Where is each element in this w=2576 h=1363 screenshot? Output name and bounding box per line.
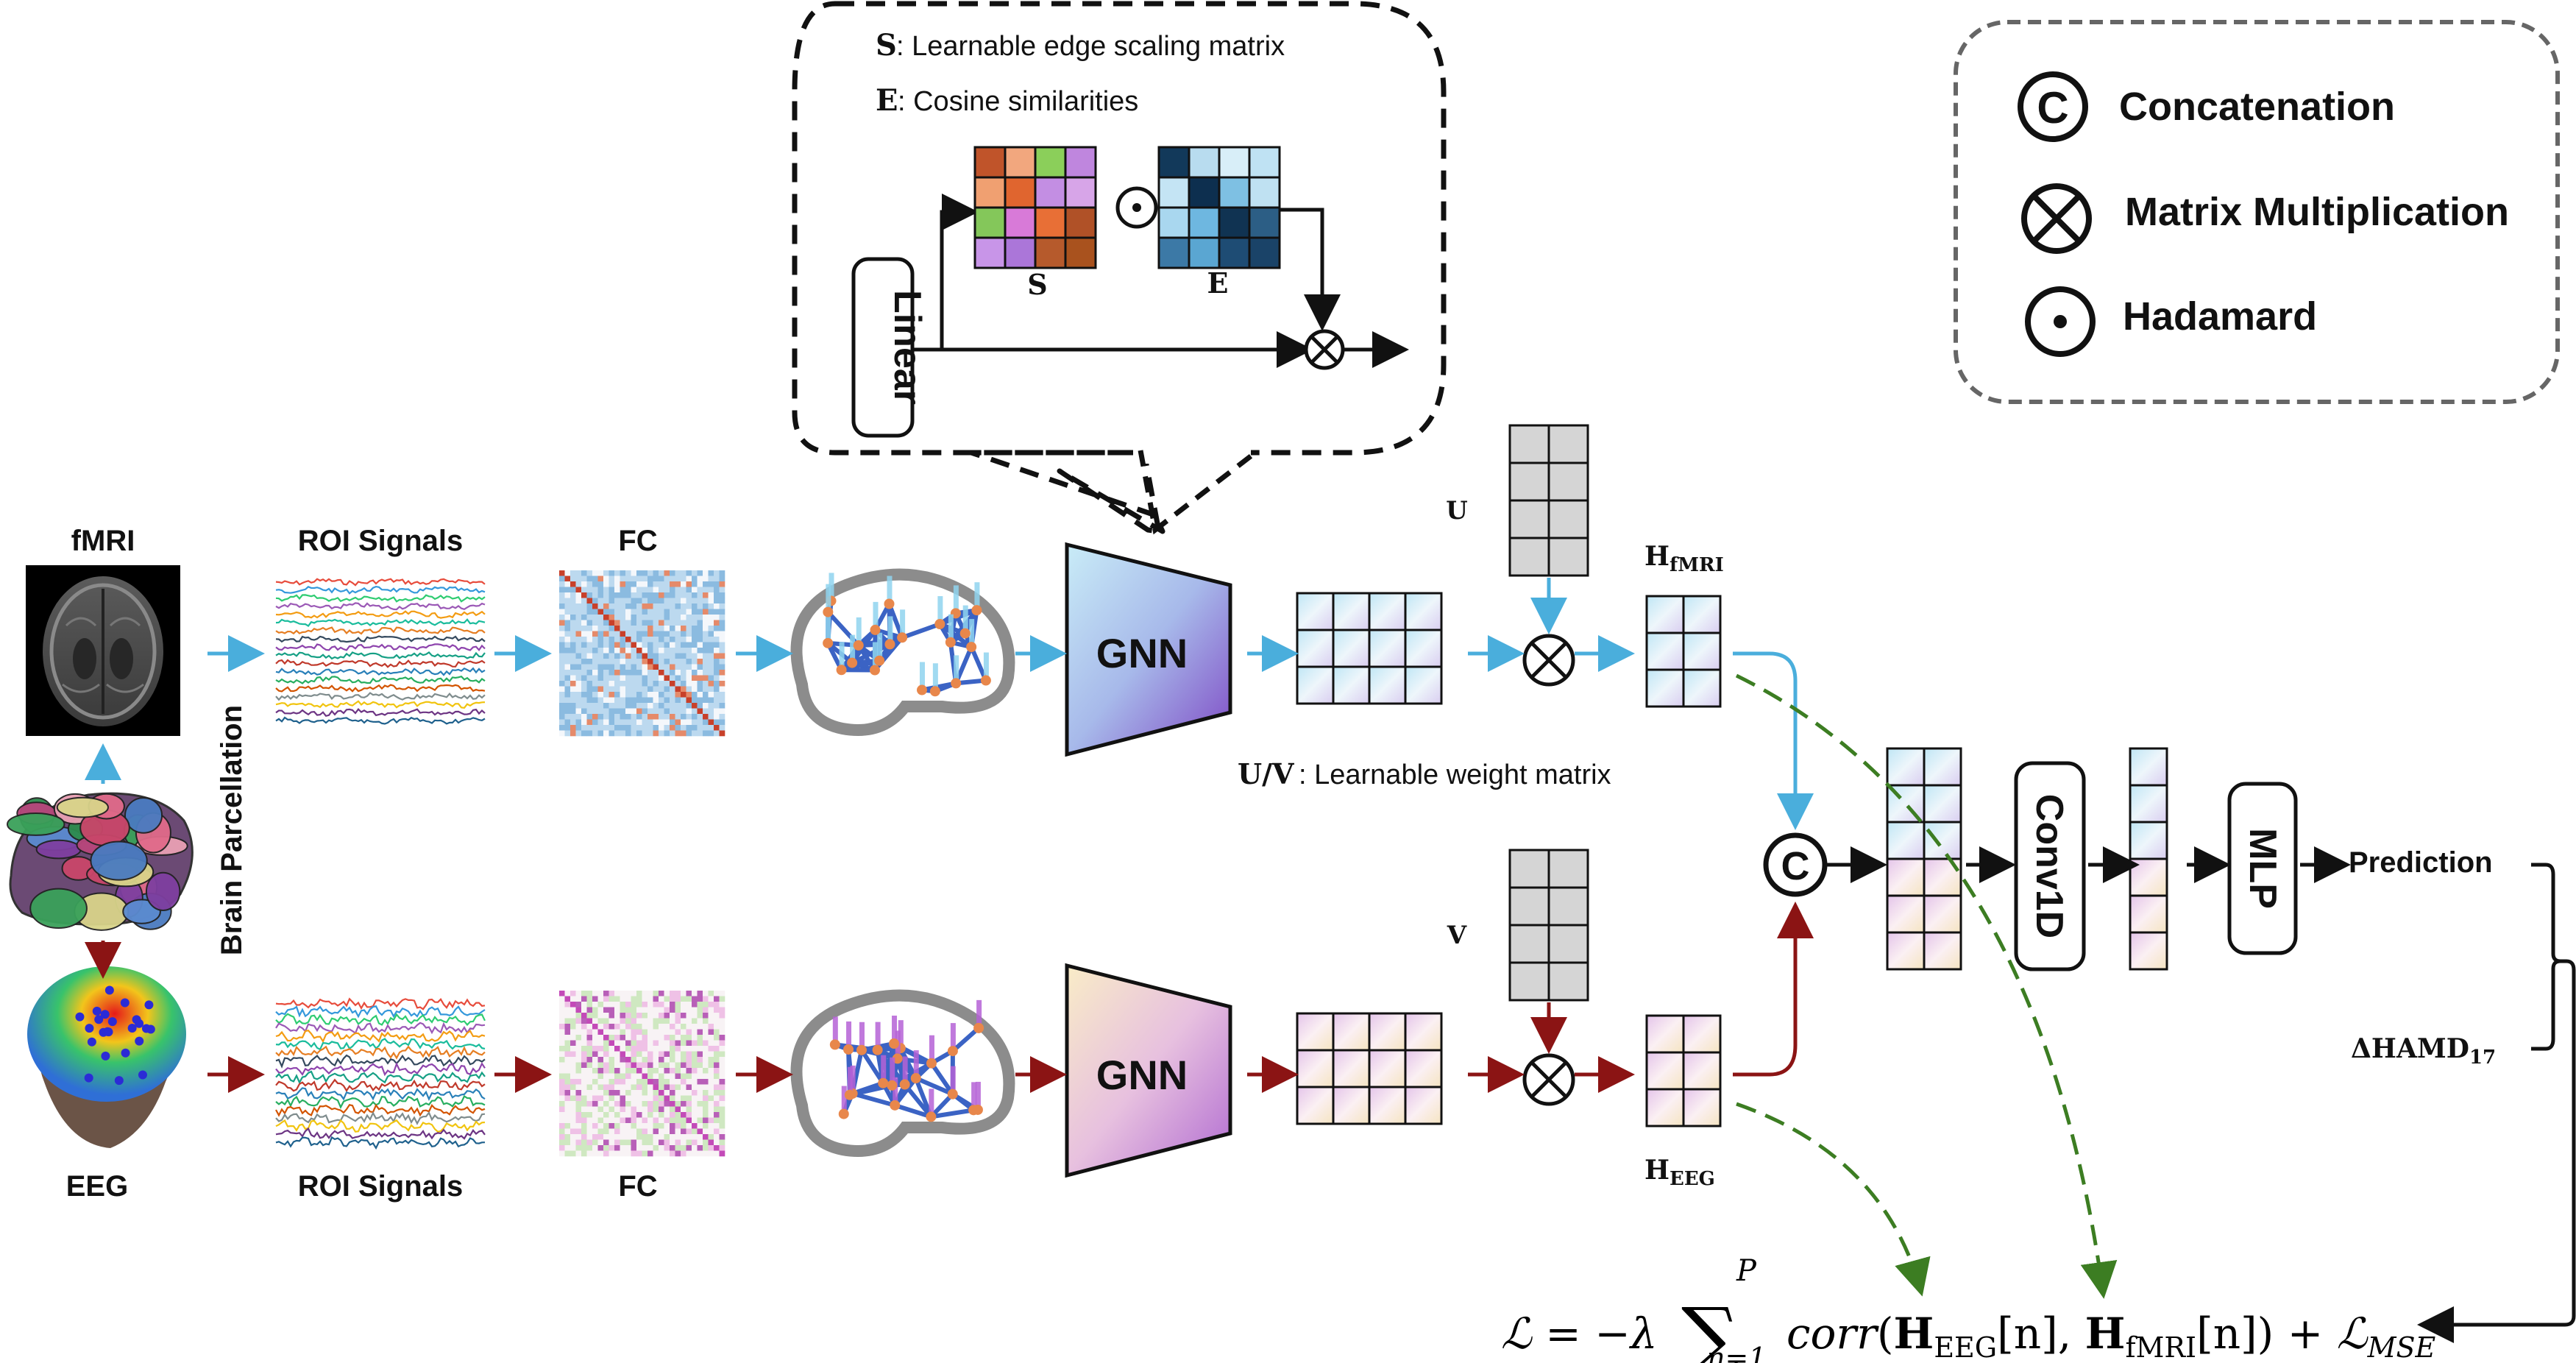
callout-hadamard-icon xyxy=(1115,186,1158,229)
fmri-matmul-icon xyxy=(1522,634,1575,687)
hadamard-legend-label: Hadamard xyxy=(2123,294,2317,339)
uv-description: : Learnable weight matrix xyxy=(1299,760,1611,790)
eeg-gnn: GNN xyxy=(1065,963,1232,1178)
v-weight-label: V xyxy=(1447,921,1467,950)
callout-multiply-icon xyxy=(1304,329,1345,370)
eeg-matmul-icon xyxy=(1522,1053,1575,1106)
svg-text:C: C xyxy=(1781,844,1810,888)
eeg-fc-matrix xyxy=(559,991,725,1157)
loss-formula: ℒ = −λ ∑ P n=1 corr(HEEG[n], HfMRI[n]) +… xyxy=(1501,1254,2436,1363)
eeg-head-image xyxy=(27,966,186,1148)
svg-text:GNN: GNN xyxy=(1096,630,1188,676)
fmri-scan-image xyxy=(26,565,180,736)
u-weight-label: U xyxy=(1446,496,1468,525)
h-eeg-label: HEEG xyxy=(1644,1155,1715,1190)
hadamard-icon xyxy=(2025,286,2096,357)
e-to-multiply-arrow xyxy=(1280,208,1341,331)
uv-symbol: U/V xyxy=(1238,757,1295,790)
linear-box xyxy=(851,257,915,438)
h-fmri-label: HfMRI xyxy=(1644,541,1724,576)
fmri-brain-graph xyxy=(790,568,1015,736)
eeg-label: EEG xyxy=(66,1170,128,1203)
loss-arrows xyxy=(1735,673,2118,1299)
eeg-roi-label: ROI Signals xyxy=(298,1170,464,1203)
prediction-label: Prediction xyxy=(2349,846,2493,879)
s-matrix xyxy=(973,146,1097,269)
head-arrows xyxy=(1826,846,2576,1343)
loss-sum-upper: P xyxy=(1736,1254,1757,1288)
legend-box xyxy=(1954,20,2560,404)
e-symbol: E xyxy=(876,83,898,118)
linear-label: Linear xyxy=(886,290,929,405)
eeg-node-features xyxy=(1296,1012,1443,1125)
fusion-concat-icon: C xyxy=(1763,832,1828,897)
matmul-legend-label: Matrix Multiplication xyxy=(2125,190,2509,234)
e-matrix xyxy=(1157,146,1281,269)
matmul-icon xyxy=(2021,183,2092,254)
e-description: : Cosine similarities xyxy=(898,86,1138,117)
s-symbol: S xyxy=(876,28,897,63)
s-matrix-label: S xyxy=(1027,268,1047,301)
loss-body: corr(HEEG[n], HfMRI[n]) + ℒMSE xyxy=(1786,1309,2436,1363)
h-eeg-matrix xyxy=(1645,1014,1722,1127)
eeg-flow-arrows xyxy=(85,902,1814,1093)
loss-lhs: ℒ = −λ xyxy=(1501,1309,1658,1359)
v-weight-matrix xyxy=(1508,849,1589,1002)
svg-text:Conv1D: Conv1D xyxy=(2028,794,2071,938)
eeg-fc-label: FC xyxy=(618,1170,657,1203)
fmri-fc-matrix xyxy=(559,570,725,737)
eeg-brain-graph xyxy=(790,989,1015,1157)
concat-legend-label: Concatenation xyxy=(2119,85,2395,129)
eeg-roi-signals xyxy=(275,997,486,1150)
fmri-gnn: GNN xyxy=(1065,542,1232,757)
fmri-roi-label: ROI Signals xyxy=(298,525,464,557)
loss-sum-symbol: ∑ xyxy=(1681,1290,1739,1363)
e-matrix-label: E xyxy=(1207,266,1229,300)
svg-text:C: C xyxy=(2037,83,2068,132)
fused-feature-matrix xyxy=(1886,747,1962,971)
fmri-fc-label: FC xyxy=(618,525,657,557)
loss-sum-lower: n=1 xyxy=(1707,1342,1767,1363)
fmri-flow-arrows xyxy=(85,578,1814,830)
fmri-label: fMRI xyxy=(71,525,135,557)
h-fmri-matrix xyxy=(1645,595,1722,708)
linear-attention-callout: S : Learnable edge scaling matrix E : Co… xyxy=(792,1,1447,535)
fmri-node-features xyxy=(1296,592,1443,705)
cortex-parcellation-image xyxy=(6,792,194,931)
target-label: ΔHAMD17 xyxy=(2351,1033,2496,1069)
u-weight-matrix xyxy=(1508,424,1589,577)
brain-parcellation-label: Brain Parcellation xyxy=(216,705,248,955)
mlp-block: MLP xyxy=(2227,782,2298,955)
svg-text:MLP: MLP xyxy=(2241,828,2284,909)
conv-output-vector xyxy=(2129,747,2168,971)
callout-tail xyxy=(1138,448,1260,535)
conv1d-block: Conv1D xyxy=(2014,761,2086,971)
svg-text:GNN: GNN xyxy=(1096,1052,1188,1098)
concat-icon: C xyxy=(2018,71,2088,142)
s-description: : Learnable edge scaling matrix xyxy=(896,31,1285,62)
legend: C Concatenation Matrix Multiplication Ha… xyxy=(1954,20,2560,404)
fmri-roi-signals xyxy=(275,578,486,725)
